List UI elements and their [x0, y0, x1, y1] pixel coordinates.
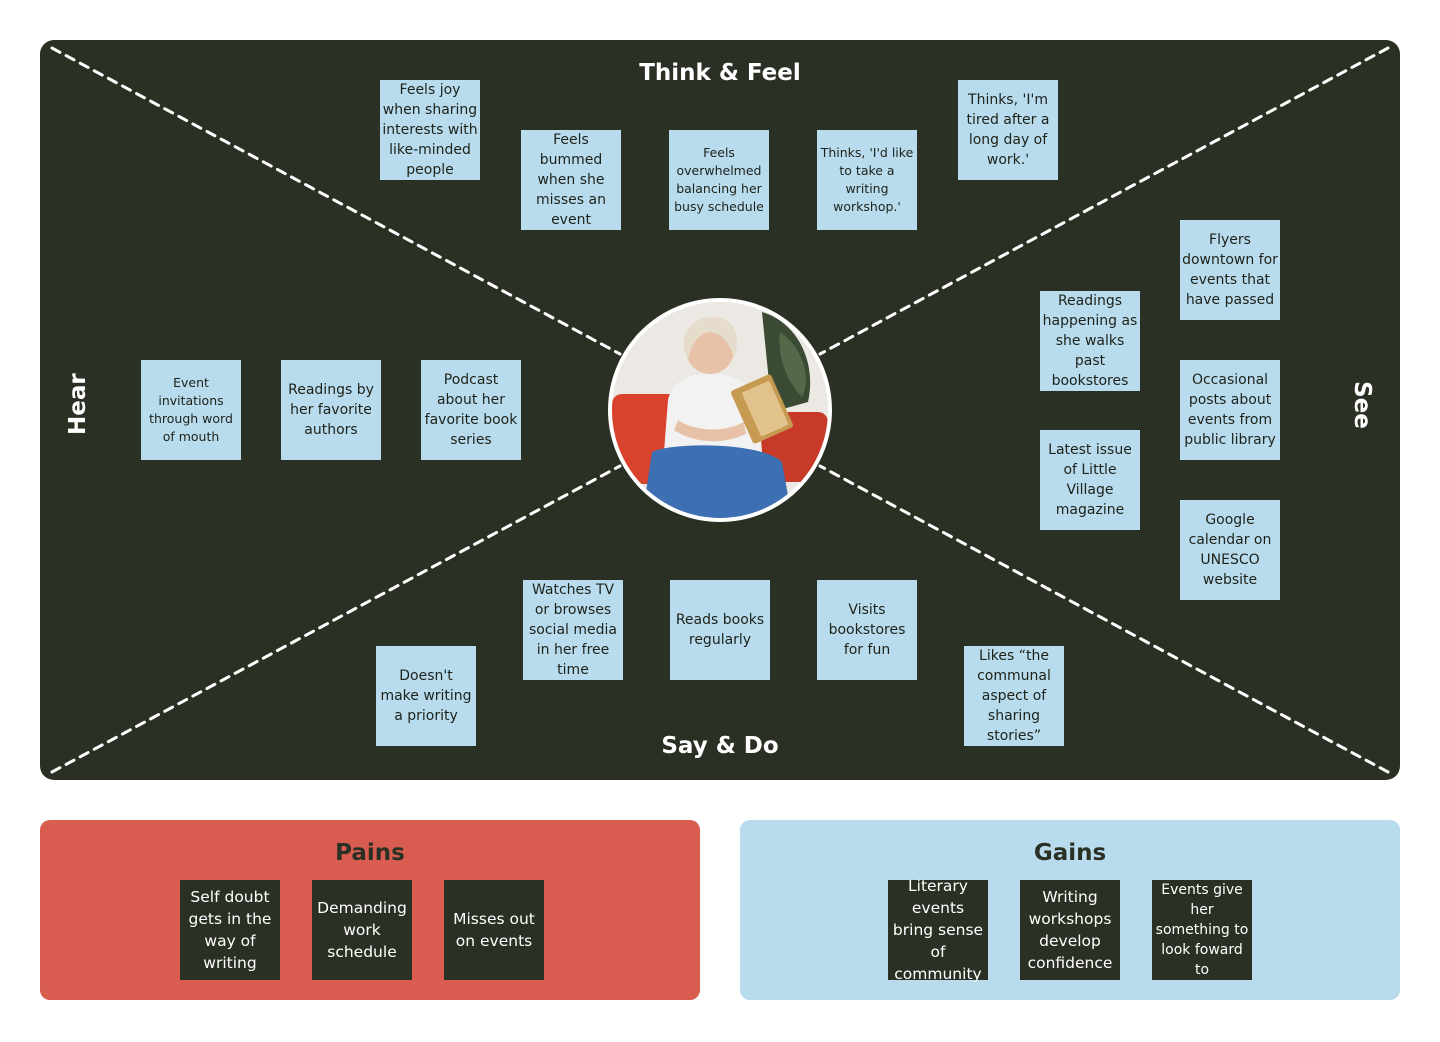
diagonal-dividers: [50, 46, 1390, 774]
gain-note: Writing workshops develop confidence: [1020, 880, 1120, 980]
pain-note: Self doubt gets in the way of writing: [180, 880, 280, 980]
empathy-map: Think & Feel Say & Do Hear See Feels joy…: [40, 40, 1400, 780]
sticky-note: Reads books regularly: [670, 580, 770, 680]
quadrant-label-say-do: Say & Do: [661, 733, 779, 759]
pain-note: Demanding work schedule: [312, 880, 412, 980]
quadrant-label-see: See: [1349, 381, 1375, 429]
sticky-note: Google calendar on UNESCO website: [1180, 500, 1280, 600]
quadrant-label-think-feel: Think & Feel: [639, 60, 801, 86]
sticky-note: Watches TV or browses social media in he…: [523, 580, 623, 680]
gains-panel: Gains Literary events bring sense of com…: [740, 820, 1400, 1000]
pain-note: Misses out on events: [444, 880, 544, 980]
sticky-note: Latest issue of Little Village magazine: [1040, 430, 1140, 530]
gains-title: Gains: [1033, 840, 1107, 866]
persona-illustration: [612, 302, 828, 518]
pains-title: Pains: [335, 840, 405, 866]
sticky-note: Readings by her favorite authors: [281, 360, 381, 460]
sticky-note: Thinks, 'I'm tired after a long day of w…: [958, 80, 1058, 180]
sticky-note: Event invitations through word of mouth: [141, 360, 241, 460]
sticky-note: Readings happening as she walks past boo…: [1040, 291, 1140, 391]
sticky-note: Thinks, 'I'd like to take a writing work…: [817, 130, 917, 230]
sticky-note: Doesn't make writing a priority: [376, 646, 476, 746]
gain-note: Events give her something to look foward…: [1152, 880, 1252, 980]
sticky-note: Likes “the communal aspect of sharing st…: [964, 646, 1064, 746]
persona-photo: [608, 298, 832, 522]
sticky-note: Occasional posts about events from publi…: [1180, 360, 1280, 460]
sticky-note: Feels joy when sharing interests with li…: [380, 80, 480, 180]
pains-panel: Pains Self doubt gets in the way of writ…: [40, 820, 700, 1000]
quadrant-label-hear: Hear: [65, 373, 91, 435]
sticky-note: Podcast about her favorite book series: [421, 360, 521, 460]
gain-note: Literary events bring sense of community: [888, 877, 988, 983]
sticky-note: Feels bummed when she misses an event: [521, 130, 621, 230]
sticky-note: Flyers downtown for events that have pas…: [1180, 220, 1280, 320]
sticky-note: Feels overwhelmed balancing her busy sch…: [669, 130, 769, 230]
sticky-note: Visits bookstores for fun: [817, 580, 917, 680]
